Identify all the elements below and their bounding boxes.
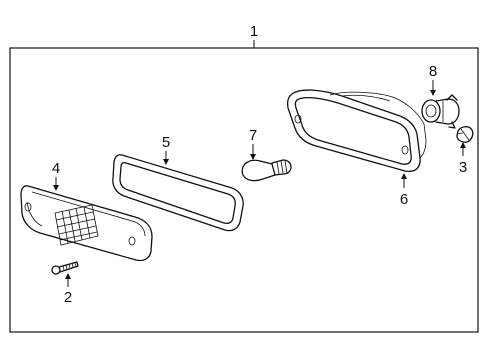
callout-8: 8 [429, 63, 437, 96]
callout-7: 7 [249, 127, 257, 160]
callout-5: 5 [162, 134, 170, 165]
assembly-frame [9, 47, 479, 333]
lens-grid [54, 204, 99, 246]
part-4-lens [20, 185, 153, 262]
part-3-small-bulb [456, 126, 474, 143]
callout-1-number: 1 [250, 23, 258, 40]
callout-7-number: 7 [249, 127, 257, 144]
callout-4: 4 [52, 160, 60, 191]
callout-8-number: 8 [429, 63, 437, 80]
callout-6-number: 6 [400, 191, 408, 208]
part-8-socket [421, 94, 460, 129]
callout-6: 6 [400, 173, 408, 208]
callout-4-number: 4 [52, 160, 60, 177]
callout-3-number: 3 [459, 159, 467, 176]
part-6-housing [286, 89, 427, 173]
callout-2-number: 2 [64, 289, 72, 306]
part-7-bulb [241, 159, 292, 182]
callout-3: 3 [459, 142, 467, 176]
callout-1: 1 [250, 23, 258, 48]
part-2-screw [51, 261, 79, 275]
part-5-gasket [112, 154, 244, 232]
callout-2: 2 [64, 273, 72, 306]
callout-5-number: 5 [162, 134, 170, 151]
